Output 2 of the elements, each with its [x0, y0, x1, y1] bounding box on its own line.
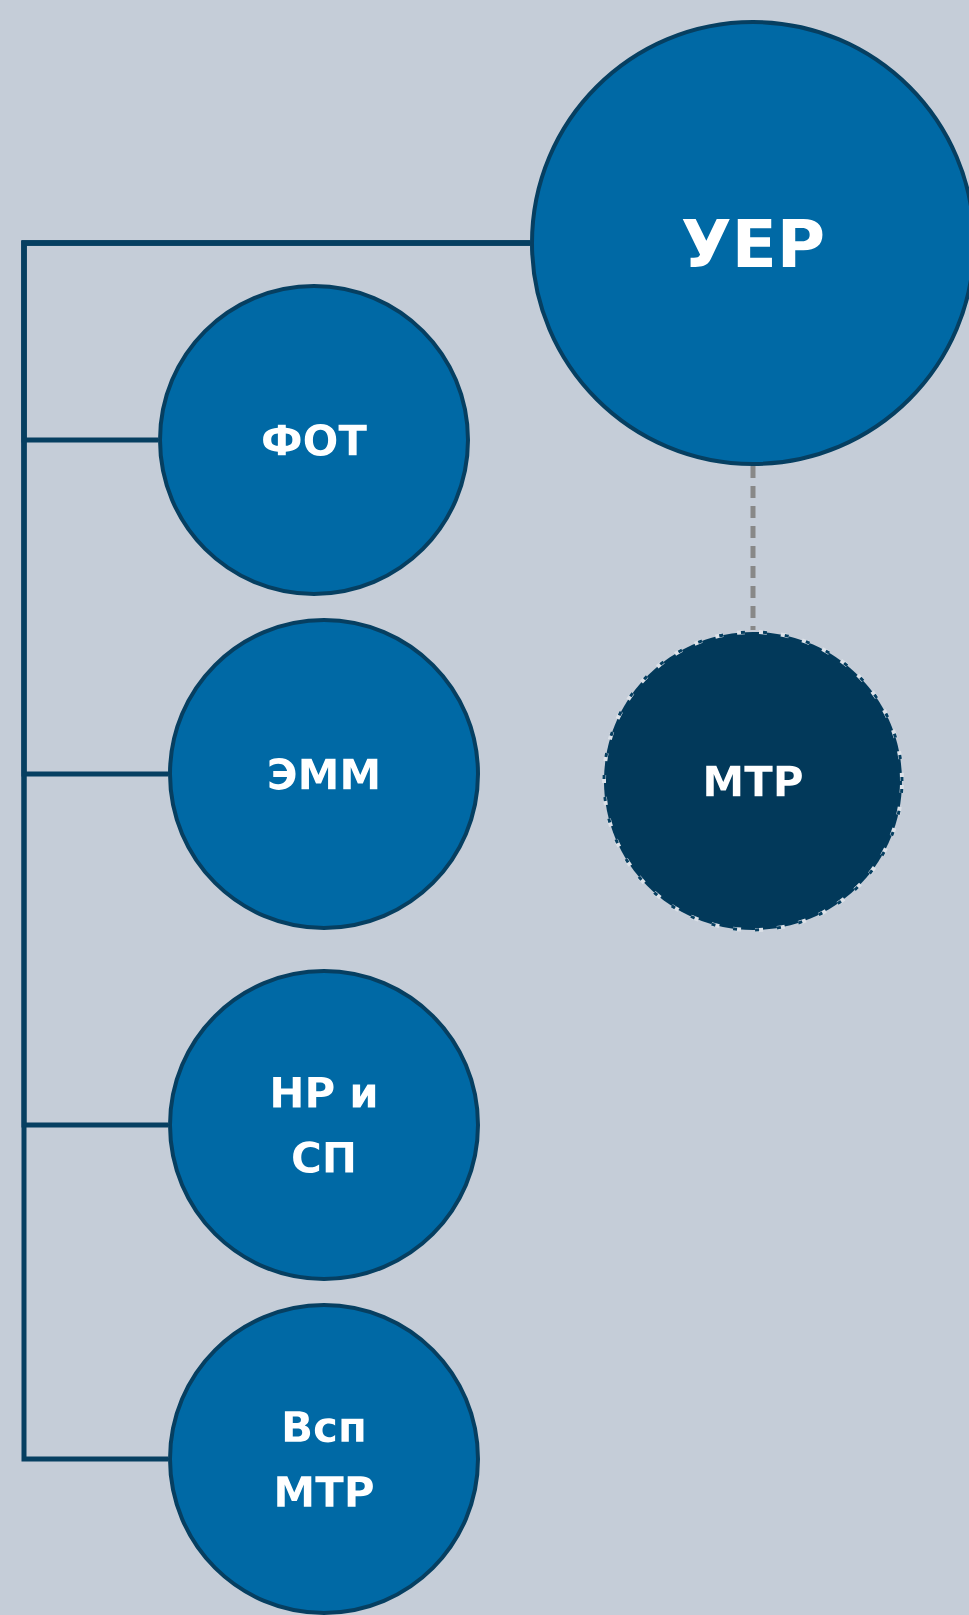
connector-line — [21, 240, 530, 1462]
dashed-line — [750, 466, 756, 630]
